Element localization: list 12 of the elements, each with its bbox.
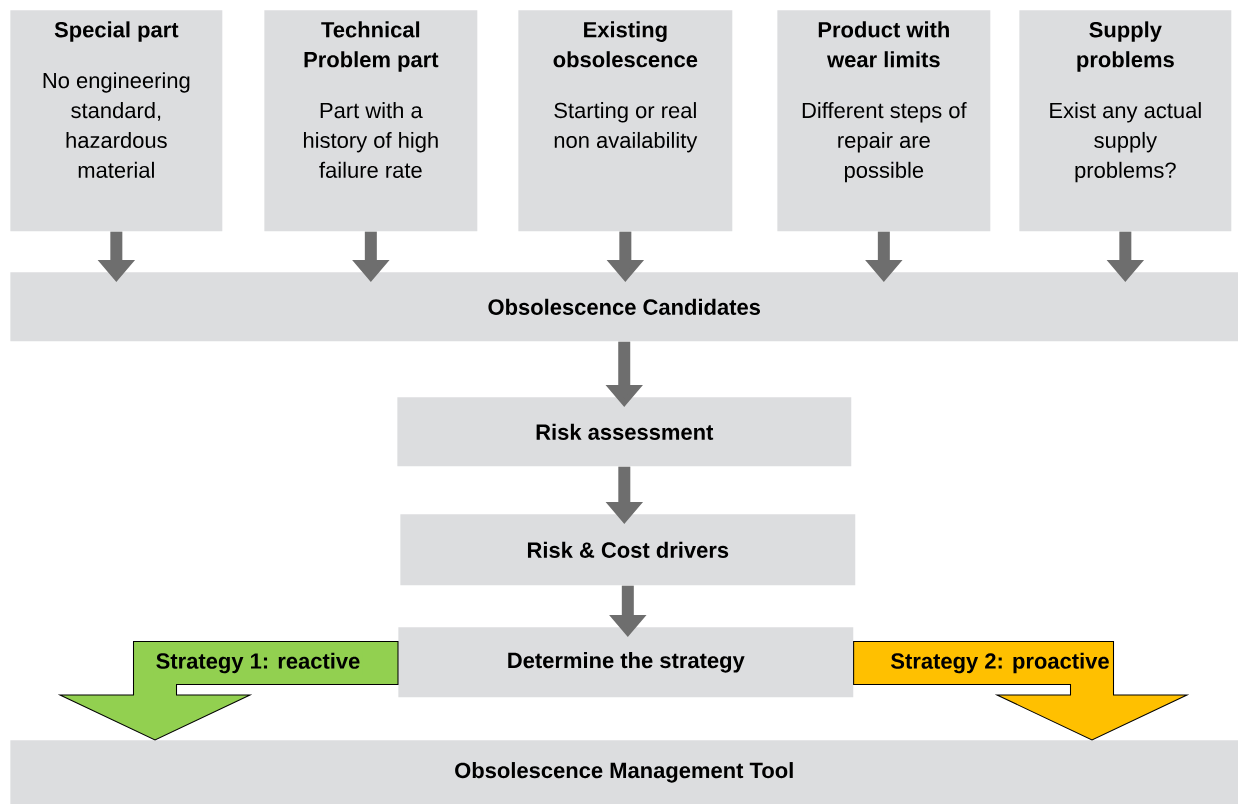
process-box: Obsolescence Management Tool: [10, 740, 1238, 804]
process-box: Obsolescence Candidates: [10, 272, 1238, 342]
process-box: Risk & Cost drivers: [400, 514, 856, 586]
process-box: Risk assessment: [397, 397, 852, 467]
edge-label: Strategy 2: proactive: [888, 650, 1112, 676]
category-box: Supply problems Exist any actual supply problems?: [1019, 10, 1232, 232]
process-box: Determine the strategy: [398, 627, 854, 698]
category-box: Special part No engineering standard, hazardous material: [10, 10, 223, 232]
category-box: Product with wear limits Different steps of repair are possible: [777, 10, 991, 232]
category-box: Existing obsolescence Starting or real non availability: [518, 10, 733, 232]
category-box: Technical Problem part Part with a history of high failure rate: [264, 10, 478, 232]
edge-label: Strategy 1: reactive: [153, 650, 363, 676]
